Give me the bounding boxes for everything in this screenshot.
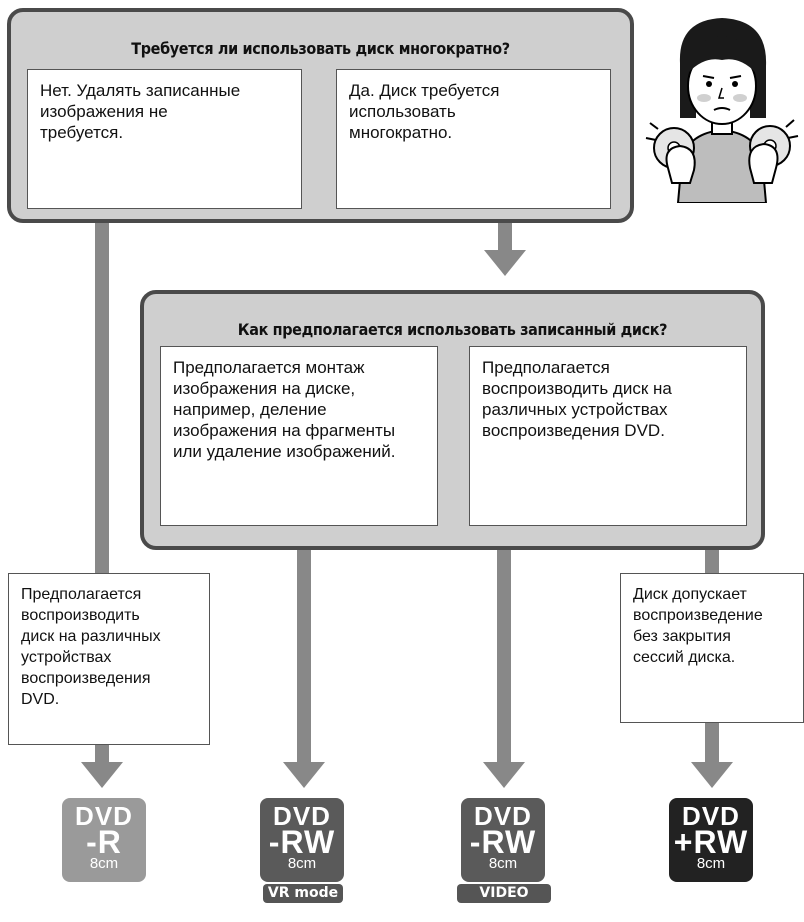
option-yes-card: Да. Диск требуется использовать многокра…: [336, 69, 611, 209]
vr-mode-badge: VR mode: [263, 884, 343, 903]
dvd-r-logo: DVD -R 8cm: [62, 798, 146, 882]
option-no-card: Нет. Удалять записанные изображения не т…: [27, 69, 302, 209]
dvd-rw-video-line1: DVD: [474, 801, 532, 831]
dvd-rw-video-logo: DVD -RW 8cm: [461, 798, 545, 882]
connector-edit: [297, 545, 311, 762]
dvd-r-line1: DVD: [75, 801, 133, 831]
arrow-to-dvd-rw-video: [483, 762, 525, 788]
dvd-plus-rw-line2: +RW: [673, 824, 749, 860]
question-panel-usage: Как предполагается использовать записанн…: [140, 290, 765, 550]
connector-play: [497, 545, 511, 762]
dvd-rw-video-line2: -RW: [469, 824, 537, 860]
person-holding-discs-icon: [645, 18, 799, 203]
dvd-plus-rw-logo: DVD +RW 8cm: [669, 798, 753, 882]
option-edit-card: Предполагается монтаж изображения на дис…: [160, 346, 438, 526]
dvd-rw-video-line3: 8cm: [488, 855, 518, 872]
dvd-plus-rw-line3: 8cm: [696, 855, 726, 872]
panel-title-usage: Как предполагается использовать записанн…: [237, 320, 668, 339]
dvd-rw-vr-line3: 8cm: [287, 855, 317, 872]
dvd-plus-rw-line1: DVD: [682, 801, 740, 831]
arrow-to-panel2: [484, 250, 526, 276]
connector-yes: [498, 215, 512, 250]
dvd-rw-vr-line2: -RW: [268, 824, 336, 860]
dvd-r-line2: -R: [86, 824, 122, 860]
question-panel-reuse: Требуется ли использовать диск многократ…: [7, 8, 634, 223]
dvd-r-line3: 8cm: [89, 855, 119, 872]
video-mode-badge: VIDEO mode: [457, 884, 551, 920]
arrow-to-dvd-plus-rw: [691, 762, 733, 788]
dvd-rw-vr-line1: DVD: [273, 801, 331, 831]
dvd-rw-vr-logo: DVD -RW 8cm: [260, 798, 344, 882]
note-right: Диск допускает воспроизведение без закры…: [620, 573, 804, 723]
panel-title-reuse: Требуется ли использовать диск многократ…: [131, 39, 510, 58]
arrow-to-dvd-r: [81, 762, 123, 788]
option-play-card: Предполагается воспроизводить диск на ра…: [469, 346, 747, 526]
arrow-to-dvd-rw-vr: [283, 762, 325, 788]
note-left: Предполагается воспроизводить диск на ра…: [8, 573, 210, 745]
